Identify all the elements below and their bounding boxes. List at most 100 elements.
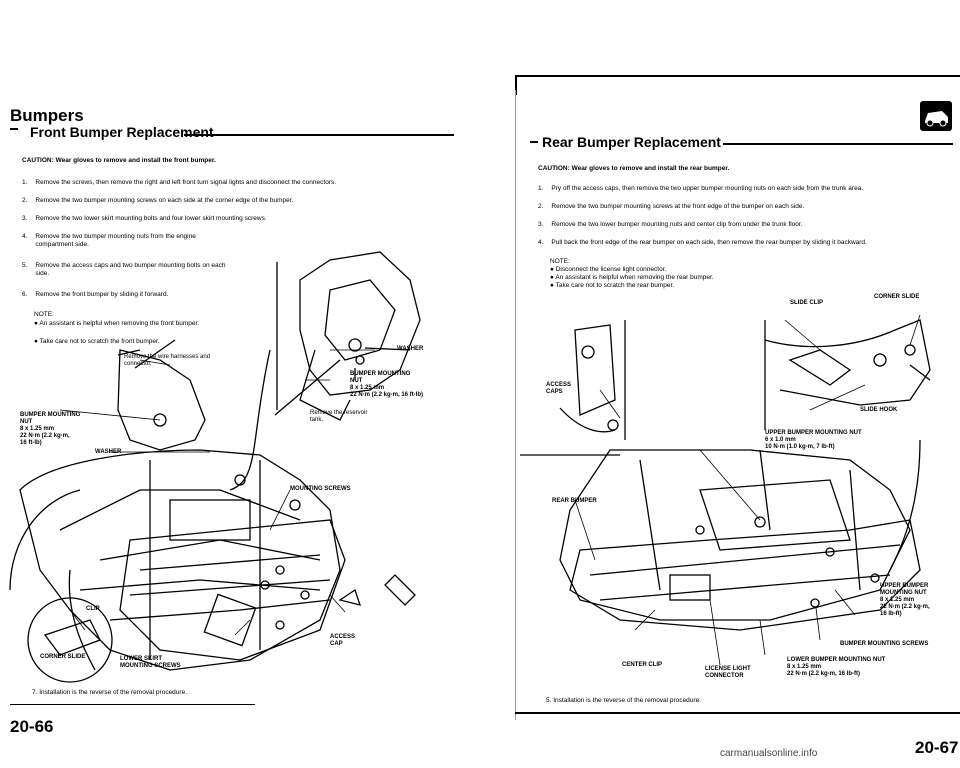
step-number: 4. bbox=[538, 239, 544, 246]
label-bmn-left-5: 16 ft-lb) bbox=[20, 440, 42, 446]
label-bmn-top-2: NUT bbox=[350, 378, 363, 384]
label-mounting-screws: MOUNTING SCREWS bbox=[290, 486, 351, 492]
label-access-cap-1: ACCESS bbox=[330, 634, 356, 640]
page-title: Front Bumper Replacement bbox=[30, 124, 214, 140]
label-lbmn-2: 8 x 1.25 mm bbox=[787, 664, 822, 670]
title-rule bbox=[184, 134, 454, 136]
note-title: NOTE: bbox=[34, 311, 54, 318]
label-corner-slide-rear: CORNER SLIDE bbox=[874, 294, 920, 300]
step-5: 5. Installation is the reverse of the re… bbox=[546, 697, 701, 704]
label-rear-bumper: REAR BUMPER bbox=[552, 498, 597, 504]
step-number: 2. bbox=[22, 197, 28, 204]
label-ubmn-r-2: MOUNTING NUT bbox=[880, 590, 927, 596]
right-margin-line bbox=[515, 90, 516, 720]
label-corner-slide: CORNER SLIDE bbox=[40, 654, 86, 660]
label-ubmn-3: 10 N·m (1.0 kg-m, 7 lb-ft) bbox=[765, 444, 835, 450]
step-number: 3. bbox=[22, 215, 28, 222]
label-lower-skirt-2: MOUNTING SCREWS bbox=[120, 663, 181, 669]
label-ubmn-r-4: 22 N·m (2.2 kg-m, bbox=[880, 604, 930, 610]
label-washer-top: WASHER bbox=[397, 346, 424, 352]
watermark: carmanualsonline.info bbox=[720, 748, 818, 759]
step-item: 2. Remove the two bumper mounting screws… bbox=[22, 197, 442, 205]
car-icon bbox=[925, 111, 948, 127]
label-clip: CLIP bbox=[86, 606, 100, 612]
note-item: ● Take care not to scratch the rear bump… bbox=[550, 282, 675, 289]
label-ubmn-2: 6 x 1.0 mm bbox=[765, 437, 796, 443]
page-title-rear: Rear Bumper Replacement bbox=[542, 134, 721, 150]
step-text: Remove the screws, then remove the right… bbox=[35, 179, 337, 186]
front-bumper-illustration bbox=[9, 251, 421, 683]
step-text: Remove the two bumper mounting screws at… bbox=[551, 203, 805, 210]
step-item: 3. Remove the two lower skirt mounting b… bbox=[22, 215, 442, 223]
label-center-clip: CENTER CLIP bbox=[622, 662, 663, 668]
step-text: Remove the two bumper mounting nuts from… bbox=[35, 233, 196, 248]
step-item: 4. Pull back the front edge of the rear … bbox=[538, 239, 958, 247]
title-rule bbox=[723, 143, 953, 145]
step-item: 2. Remove the two bumper mounting screws… bbox=[538, 203, 958, 211]
step-item: 3. Remove the two lower bumper mounting … bbox=[538, 221, 958, 229]
label-bumper-mounting-screws: BUMPER MOUNTING SCREWS bbox=[840, 641, 929, 647]
rear-bumper-illustration bbox=[520, 314, 931, 666]
note-item: ● Take care not to scratch the front bum… bbox=[34, 338, 160, 345]
label-slide-hook: SLIDE HOOK bbox=[860, 407, 898, 413]
step-item: 5. Remove the access caps and two bumper… bbox=[22, 262, 232, 278]
label-bmn-left-3: 8 x 1.25 mm bbox=[20, 426, 55, 432]
step-text: Pull back the front edge of the rear bum… bbox=[551, 239, 867, 246]
label-bmn-top-3: 8 x 1.25 mm bbox=[350, 385, 385, 391]
footer-rule bbox=[10, 704, 255, 705]
rule bbox=[10, 128, 18, 130]
step-text: Remove the two lower skirt mounting bolt… bbox=[35, 215, 267, 222]
step-text: Remove the front bumper by sliding it fo… bbox=[35, 291, 169, 298]
step-item: 4. Remove the two bumper mounting nuts f… bbox=[22, 233, 232, 249]
step-7: 7. Installation is the reverse of the re… bbox=[32, 689, 187, 696]
step-number: 6. bbox=[22, 291, 28, 298]
caution-text: CAUTION: Wear gloves to remove and insta… bbox=[538, 165, 730, 172]
label-lbmn-3: 22 N·m (2.2 kg-m, 16 lb-ft) bbox=[787, 671, 861, 677]
note-item: ● An assistant is helpful when removing … bbox=[34, 320, 200, 327]
label-bmn-left-4: 22 N·m (2.2 kg-m, bbox=[20, 433, 70, 439]
label-bmn-left-2: NUT bbox=[20, 419, 33, 425]
page-number-left: 20-66 bbox=[10, 717, 54, 736]
label-wire-harness: Remove the wire harnesses and connector. bbox=[124, 354, 211, 367]
rule bbox=[530, 141, 538, 143]
label-bmn-top-4: 22 N·m (2.2 kg-m, 16 ft-lb) bbox=[350, 392, 424, 398]
label-lower-skirt-1: LOWER SKIRT bbox=[120, 656, 162, 662]
step-item: 1. Pry off the access caps, then remove … bbox=[538, 185, 958, 193]
top-rule bbox=[515, 75, 960, 77]
car-section-tab bbox=[920, 101, 952, 131]
label-slide-clip: SLIDE CLIP bbox=[790, 300, 824, 306]
step-item: 1. Remove the screws, then remove the ri… bbox=[22, 179, 442, 187]
step-text: Remove the two lower bumper mounting nut… bbox=[551, 221, 803, 228]
step-number: 5. bbox=[22, 262, 28, 269]
label-ubmn-r-5: 16 lb-ft) bbox=[880, 611, 902, 617]
label-bmn-left-1: BUMPER MOUNTING bbox=[20, 412, 81, 418]
note-title: NOTE: bbox=[550, 258, 570, 265]
step-number: 2. bbox=[538, 203, 544, 210]
note-item: ● An assistant is helpful when removing … bbox=[550, 274, 714, 281]
label-reservoir: Remove the reservoir tank. bbox=[310, 410, 368, 423]
note-item: ● Disconnect the license light connector… bbox=[550, 266, 667, 273]
label-license-2: CONNECTOR bbox=[705, 673, 744, 679]
label-washer-left: WASHER bbox=[95, 449, 122, 455]
footer-rule-right bbox=[515, 712, 960, 714]
label-ubmn-1: UPPER BUMPER MOUNTING NUT bbox=[765, 430, 862, 436]
step-text: Remove the two bumper mounting screws on… bbox=[35, 197, 294, 204]
step-number: 3. bbox=[538, 221, 544, 228]
label-license-1: LICENSE LIGHT bbox=[705, 666, 751, 672]
label-access-caps-2: CAPS bbox=[546, 389, 563, 395]
top-rule-tick bbox=[515, 75, 517, 95]
label-lbmn-1: LOWER BUMPER MOUNTING NUT bbox=[787, 657, 886, 663]
step-number: 4. bbox=[22, 233, 28, 240]
caution-text: CAUTION: Wear gloves to remove and insta… bbox=[22, 157, 216, 164]
step-text: Remove the access caps and two bumper mo… bbox=[35, 262, 226, 277]
section-title: Bumpers bbox=[10, 106, 84, 125]
label-ubmn-r-1: UPPER BUMPER bbox=[880, 583, 929, 589]
step-text: Pry off the access caps, then remove the… bbox=[551, 185, 864, 192]
step-item: 6. Remove the front bumper by sliding it… bbox=[22, 291, 242, 299]
page-number-right: 20-67 bbox=[915, 738, 959, 757]
label-ubmn-r-3: 8 x 1.25 mm bbox=[880, 597, 915, 603]
step-number: 1. bbox=[538, 185, 544, 192]
label-access-cap-2: CAP bbox=[330, 641, 343, 647]
label-access-caps-1: ACCESS bbox=[546, 382, 572, 388]
step-number: 1. bbox=[22, 179, 28, 186]
